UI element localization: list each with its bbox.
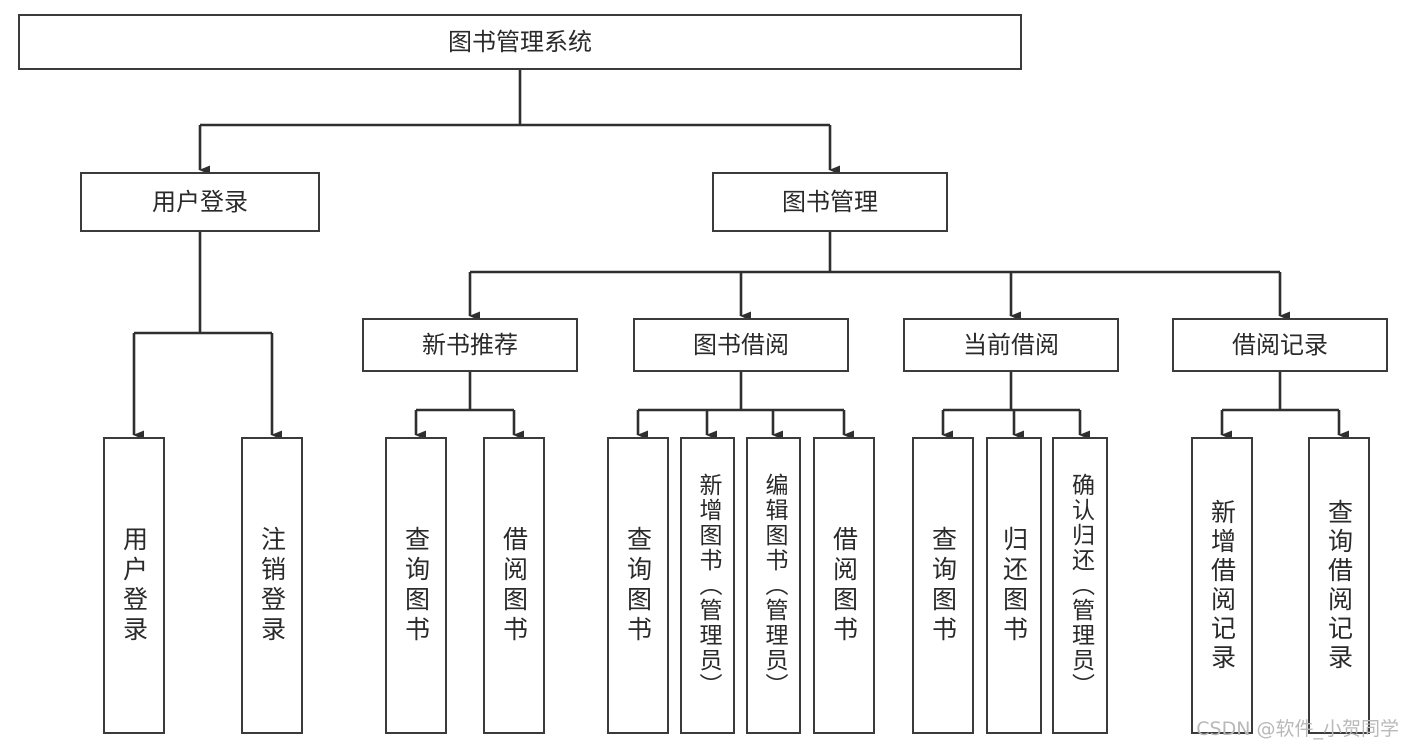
leaf-node-label: 确认归还（管理员） bbox=[1067, 473, 1094, 698]
level3-node-2: 当前借阅 bbox=[903, 318, 1119, 372]
leaf-node-11: 新增借阅记录 bbox=[1191, 437, 1253, 734]
leaf-node-label: 用户登录 bbox=[119, 525, 149, 646]
leaf-node-label: 注销登录 bbox=[257, 525, 287, 646]
leaf-node-1: 注销登录 bbox=[241, 437, 303, 734]
leaf-node-2: 查询图书 bbox=[385, 437, 447, 734]
leaf-node-7: 借阅图书 bbox=[813, 437, 875, 734]
level3-node-0: 新书推荐 bbox=[362, 318, 578, 372]
leaf-node-label: 查询图书 bbox=[928, 525, 958, 646]
level2-node-0: 用户登录 bbox=[80, 172, 320, 232]
level2-node-label: 用户登录 bbox=[152, 187, 248, 216]
root-node-label: 图书管理系统 bbox=[448, 27, 592, 56]
leaf-node-label: 归还图书 bbox=[999, 525, 1029, 646]
leaf-node-label: 查询图书 bbox=[623, 525, 653, 646]
root-node-root: 图书管理系统 bbox=[18, 14, 1022, 70]
leaf-node-label: 编辑图书（管理员） bbox=[761, 473, 787, 698]
leaf-node-label: 查询图书 bbox=[401, 525, 431, 646]
leaf-node-label: 新增借阅记录 bbox=[1207, 498, 1237, 673]
leaf-node-label: 借阅图书 bbox=[499, 525, 529, 646]
leaf-node-8: 查询图书 bbox=[912, 437, 974, 734]
leaf-node-4: 查询图书 bbox=[607, 437, 669, 734]
level3-node-label: 当前借阅 bbox=[963, 330, 1059, 359]
level3-node-label: 借阅记录 bbox=[1232, 330, 1328, 359]
level3-node-3: 借阅记录 bbox=[1172, 318, 1388, 372]
level3-node-1: 图书借阅 bbox=[633, 318, 849, 372]
leaf-node-label: 新增图书（管理员） bbox=[695, 473, 721, 698]
leaf-node-0: 用户登录 bbox=[103, 437, 165, 734]
level3-node-label: 新书推荐 bbox=[422, 330, 518, 359]
leaf-node-5: 新增图书（管理员） bbox=[680, 437, 735, 734]
leaf-node-label: 借阅图书 bbox=[829, 525, 859, 646]
leaf-node-10: 确认归还（管理员） bbox=[1052, 437, 1108, 734]
leaf-node-6: 编辑图书（管理员） bbox=[746, 437, 801, 734]
level2-node-1: 图书管理 bbox=[712, 172, 948, 232]
leaf-node-9: 归还图书 bbox=[986, 437, 1042, 734]
connectors-group bbox=[132, 70, 1349, 440]
leaf-node-label: 查询借阅记录 bbox=[1324, 498, 1354, 673]
leaf-node-12: 查询借阅记录 bbox=[1308, 437, 1370, 734]
leaf-node-3: 借阅图书 bbox=[483, 437, 545, 734]
level3-node-label: 图书借阅 bbox=[693, 330, 789, 359]
level2-node-label: 图书管理 bbox=[782, 187, 878, 216]
